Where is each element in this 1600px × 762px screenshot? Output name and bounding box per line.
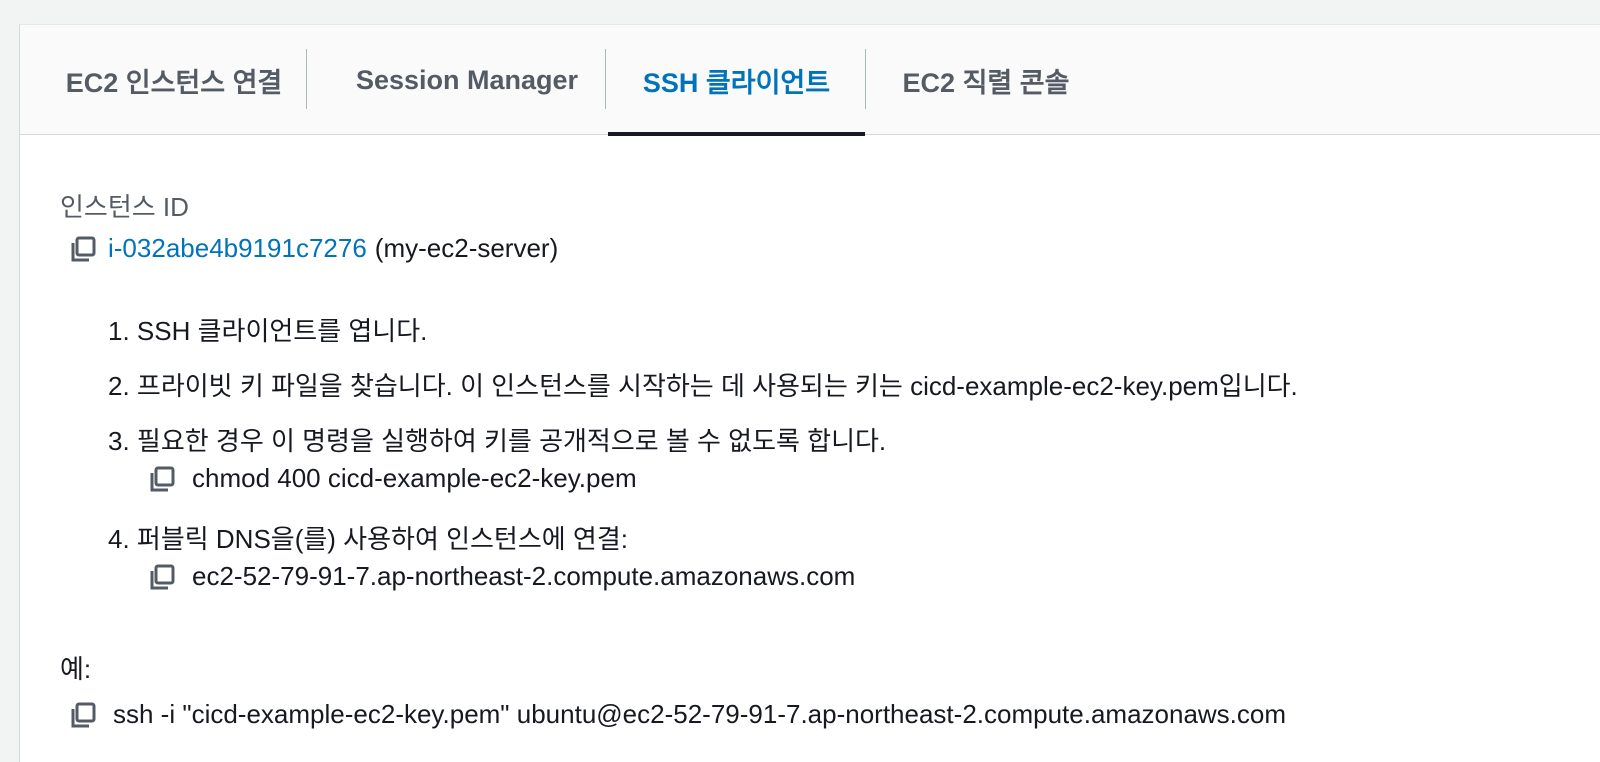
step-text: 필요한 경우 이 명령을 실행하여 키를 공개적으로 볼 수 없도록 합니다. — [136, 426, 887, 456]
list-item: 3. 필요한 경우 이 명령을 실행하여 키를 공개적으로 볼 수 없도록 합니… — [108, 421, 886, 458]
instance-id-link[interactable]: i-032abe4b9191c7276 — [108, 233, 367, 263]
tab-ec2-serial-console[interactable]: EC2 직렬 콘솔 — [902, 67, 1070, 98]
chmod-command: chmod 400 cicd-example-ec2-key.pem — [192, 463, 637, 493]
list-item: 4. 퍼블릭 DNS을(를) 사용하여 인스턴스에 연결: — [108, 519, 628, 556]
list-item: 2. 프라이빗 키 파일을 찾습니다. 이 인스턴스를 시작하는 데 사용되는 … — [108, 366, 1298, 403]
list-item: 1. SSH 클라이언트를 엽니다. — [108, 311, 427, 348]
step-text: SSH 클라이언트를 엽니다. — [136, 316, 428, 346]
ssh-command-row: ssh -i "cicd-example-ec2-key.pem" ubuntu… — [68, 699, 1286, 730]
copy-icon[interactable] — [68, 234, 98, 264]
instance-name: (my-ec2-server) — [374, 233, 559, 263]
tab-separator — [605, 49, 606, 109]
step-number: 2. — [108, 371, 130, 401]
copy-icon[interactable] — [68, 700, 98, 730]
copy-icon[interactable] — [147, 464, 177, 494]
public-dns-row: ec2-52-79-91-7.ap-northeast-2.compute.am… — [147, 561, 855, 592]
copy-icon[interactable] — [147, 562, 177, 592]
connect-panel: EC2 인스턴스 연결 Session Manager SSH 클라이언트 EC… — [19, 24, 1600, 762]
ssh-client-content: 인스턴스 ID i-032abe4b9191c7276 (my-ec2-serv… — [20, 135, 1600, 762]
step-text: 퍼블릭 DNS을(를) 사용하여 인스턴스에 연결: — [136, 524, 628, 554]
instance-id-row: i-032abe4b9191c7276 (my-ec2-server) — [68, 233, 558, 264]
step-text: 프라이빗 키 파일을 찾습니다. 이 인스턴스를 시작하는 데 사용되는 키는 … — [136, 371, 1298, 401]
example-label: 예: — [60, 654, 92, 684]
tab-session-manager[interactable]: Session Manager — [355, 64, 579, 95]
tab-separator — [865, 49, 866, 109]
step-number: 1. — [108, 316, 130, 346]
step-number: 4. — [108, 524, 130, 554]
chmod-command-row: chmod 400 cicd-example-ec2-key.pem — [147, 463, 637, 494]
ssh-command: ssh -i "cicd-example-ec2-key.pem" ubuntu… — [113, 699, 1287, 729]
tab-ec2-instance-connect[interactable]: EC2 인스턴스 연결 — [65, 67, 283, 98]
public-dns: ec2-52-79-91-7.ap-northeast-2.compute.am… — [192, 561, 856, 591]
instance-id-label: 인스턴스 ID — [60, 192, 189, 222]
step-number: 3. — [108, 426, 130, 456]
tab-separator — [306, 49, 307, 109]
connection-tabs: EC2 인스턴스 연결 Session Manager SSH 클라이언트 EC… — [20, 25, 1600, 136]
tab-ssh-client[interactable]: SSH 클라이언트 — [608, 25, 865, 136]
